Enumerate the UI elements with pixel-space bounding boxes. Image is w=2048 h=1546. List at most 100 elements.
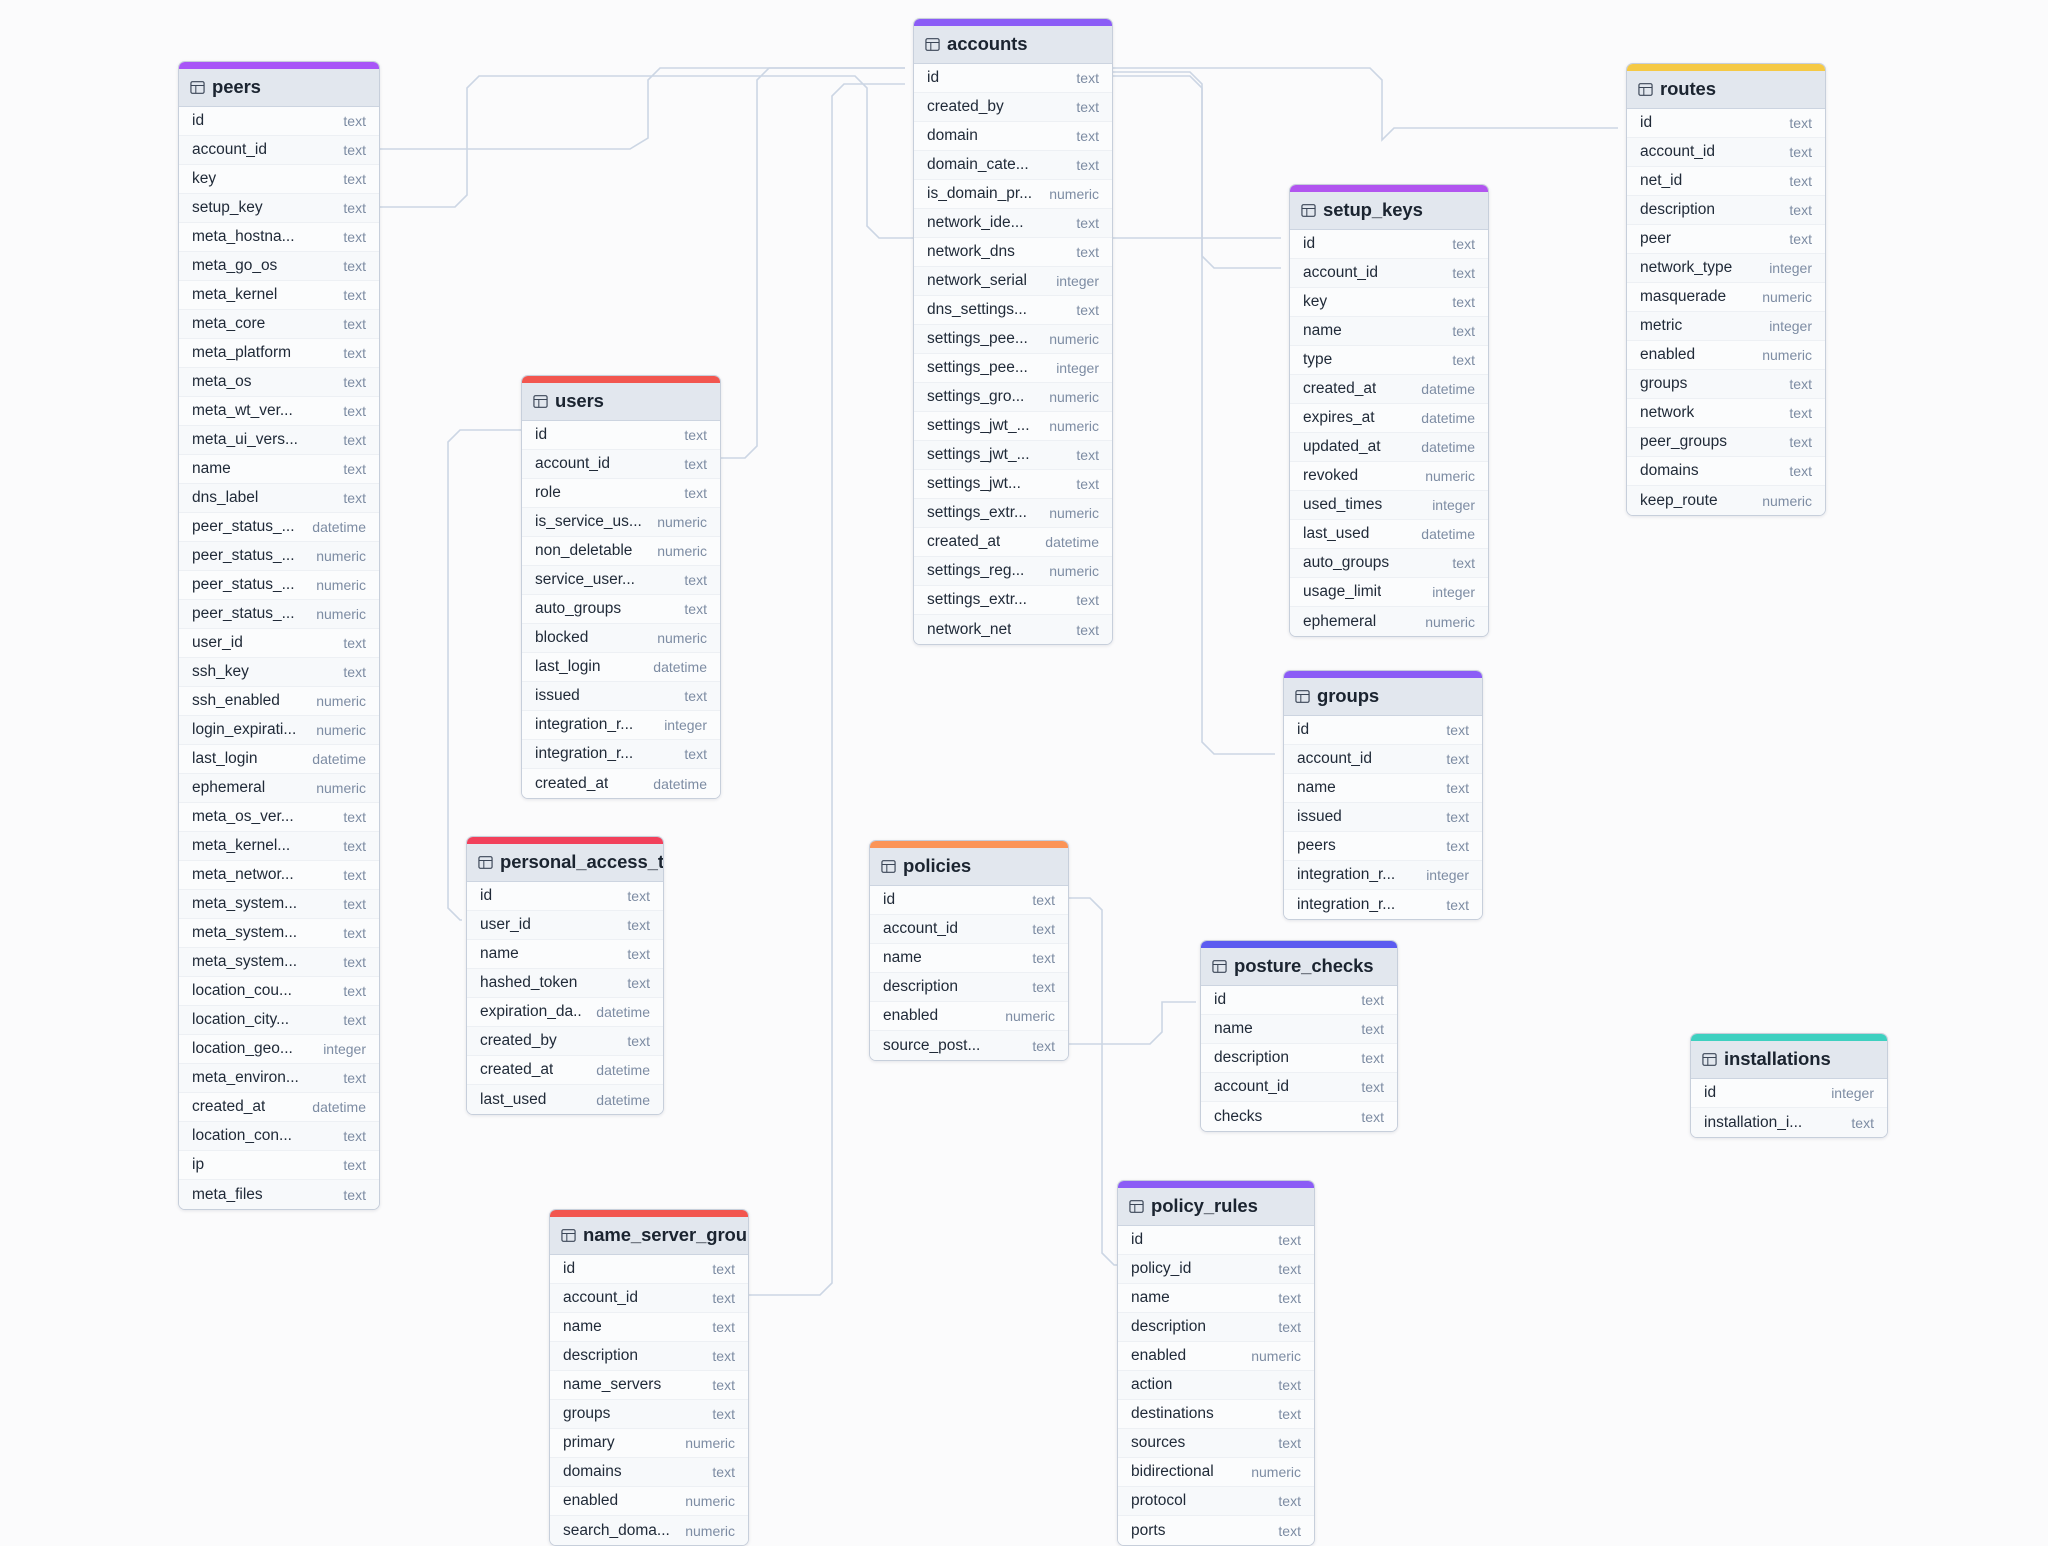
field-row[interactable]: is_domain_pr...numeric xyxy=(914,180,1112,209)
field-row[interactable]: peer_status_...numeric xyxy=(179,542,379,571)
field-row[interactable]: location_geo...integer xyxy=(179,1035,379,1064)
table-header[interactable]: posture_checks xyxy=(1201,948,1397,986)
field-row[interactable]: meta_ui_vers...text xyxy=(179,426,379,455)
field-row[interactable]: is_service_us...numeric xyxy=(522,508,720,537)
field-row[interactable]: domain_cate...text xyxy=(914,151,1112,180)
field-row[interactable]: settings_jwt_...text xyxy=(914,441,1112,470)
field-row[interactable]: meta_system...text xyxy=(179,890,379,919)
field-row[interactable]: settings_jwt_...numeric xyxy=(914,412,1112,441)
field-row[interactable]: peer_status_...numeric xyxy=(179,600,379,629)
field-row[interactable]: location_con...text xyxy=(179,1122,379,1151)
field-row[interactable]: meta_os_ver...text xyxy=(179,803,379,832)
table-header[interactable]: name_server_groups xyxy=(550,1217,748,1255)
field-row[interactable]: dns_settings...text xyxy=(914,296,1112,325)
field-row[interactable]: settings_pee...integer xyxy=(914,354,1112,383)
table-header[interactable]: policy_rules xyxy=(1118,1188,1314,1226)
table-card-personal_access_tokens[interactable]: personal_access_tokensidtextuser_idtextn… xyxy=(466,836,664,1115)
field-row[interactable]: installation_i...text xyxy=(1691,1108,1887,1137)
table-header[interactable]: setup_keys xyxy=(1290,192,1488,230)
field-row[interactable]: login_expirati...numeric xyxy=(179,716,379,745)
field-row[interactable]: search_doma...numeric xyxy=(550,1516,748,1545)
field-row[interactable]: settings_extr...text xyxy=(914,586,1112,615)
field-row[interactable]: peer_status_...numeric xyxy=(179,571,379,600)
field-row[interactable]: meta_hostna...text xyxy=(179,223,379,252)
field-row[interactable]: integration_r...text xyxy=(1284,890,1482,919)
table-header[interactable]: personal_access_tokens xyxy=(467,844,663,882)
